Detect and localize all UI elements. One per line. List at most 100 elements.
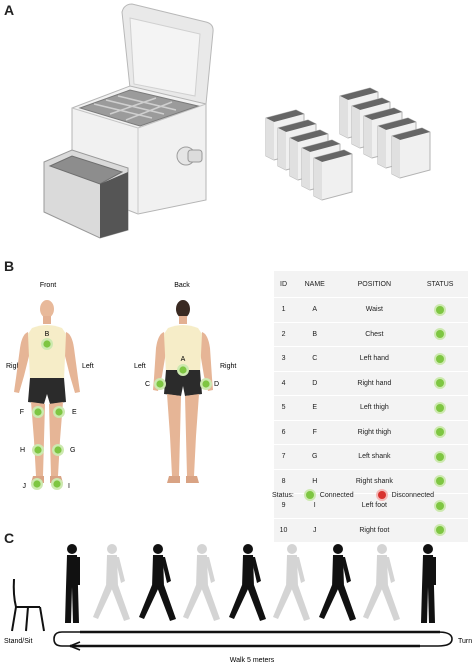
cell-name: J: [293, 517, 337, 542]
walking-person-icon: [273, 544, 310, 621]
charging-box-image: [43, 3, 214, 239]
cell-position: Left thigh: [336, 395, 413, 420]
sensor-units-image: [265, 87, 431, 201]
cell-status: [412, 321, 468, 347]
cell-status: [412, 370, 468, 396]
cell-id: 3: [274, 346, 294, 371]
status-dot-icon: [436, 403, 445, 412]
status-dot-icon: [436, 452, 445, 461]
cell-status: [412, 395, 468, 420]
sensor-label: J: [23, 483, 27, 490]
sensor-label: A: [181, 356, 186, 363]
walking-person-icon: [93, 544, 130, 621]
back-view-title: Back: [174, 282, 190, 289]
cell-position: Left hand: [336, 346, 413, 371]
walking-person-icon: [229, 544, 266, 621]
front-view-title: Front: [40, 282, 56, 289]
sensor-label: E: [72, 409, 77, 416]
cell-name: B: [293, 321, 337, 347]
cell-id: 5: [274, 395, 294, 420]
sensor-label: H: [20, 447, 25, 454]
sensor-unit: [391, 127, 431, 179]
status-dot-icon: [436, 428, 445, 437]
cell-id: 9: [274, 493, 294, 518]
cell-id: 1: [274, 297, 294, 322]
col-header-id: ID: [274, 271, 294, 298]
col-header-status: STATUS: [412, 271, 468, 298]
walking-person-icon: [139, 544, 176, 621]
sensor-dot-icon: [43, 340, 51, 348]
cell-status: [412, 419, 468, 445]
cell-position: Waist: [336, 297, 413, 322]
status-dot-icon: [436, 501, 445, 510]
panel-label-b: B: [4, 258, 15, 274]
cell-position: Right hand: [336, 370, 413, 396]
sensor-unit: [313, 149, 353, 201]
sensor-label: C: [145, 381, 150, 388]
disconnected-dot-icon: [377, 491, 386, 499]
sensor-dot-icon: [33, 480, 41, 488]
cell-name: H: [293, 468, 337, 494]
status-dot-icon: [436, 330, 445, 339]
turn-label: Turn: [458, 638, 472, 645]
walk-path-arrow: [53, 630, 453, 651]
sensor-label: D: [214, 381, 219, 388]
front-right-label: Right: [6, 363, 22, 370]
status-dot-icon: [436, 305, 445, 314]
sensor-dot-icon: [55, 408, 63, 416]
cell-status: [412, 517, 468, 542]
cell-name: I: [293, 493, 337, 518]
back-body-figure: [153, 300, 213, 483]
cell-name: G: [293, 444, 337, 469]
cell-status: [412, 346, 468, 371]
cell-status: [412, 297, 468, 322]
distance-label: Walk 5 meters: [230, 657, 275, 664]
panel-label-c: C: [4, 530, 15, 546]
status-dot-icon: [436, 379, 445, 388]
sensor-label: B: [45, 331, 50, 338]
cell-status: [412, 468, 468, 494]
cell-id: 6: [274, 419, 294, 445]
table-header-row: ID NAME POSITION STATUS: [274, 271, 468, 298]
sensor-label: G: [70, 447, 75, 454]
legend-connected: Connected: [319, 491, 354, 499]
back-left-label: Left: [134, 363, 146, 370]
cell-id: 10: [274, 517, 294, 542]
cell-position: Right thigh: [336, 419, 413, 445]
cell-status: [412, 493, 468, 518]
cell-name: D: [293, 370, 337, 396]
walking-person-icon: [183, 544, 220, 621]
body-sensor-placement: Front Right Left B E F G H I J Back Left Right…: [6, 282, 236, 490]
cell-name: F: [293, 419, 337, 445]
status-dot-icon: [436, 477, 445, 486]
status-dot-icon: [436, 354, 445, 363]
cell-status: [412, 444, 468, 469]
back-right-label: Right: [220, 363, 236, 370]
sensor-dot-icon: [156, 380, 164, 388]
sensor-dot-icon: [202, 380, 210, 388]
status-legend: Status: Connected Disconnected: [272, 491, 434, 499]
start-label: Stand/Sit: [4, 638, 32, 645]
status-dot-icon: [436, 526, 445, 535]
sensor-label: F: [20, 409, 24, 416]
sensor-dot-icon: [34, 446, 42, 454]
cell-name: E: [293, 395, 337, 420]
connected-dot-icon: [305, 491, 314, 499]
cell-position: Right foot: [336, 517, 413, 542]
front-left-label: Left: [82, 363, 94, 370]
sensor-dot-icon: [54, 446, 62, 454]
walking-person-icon: [421, 544, 436, 623]
sensor-label: I: [68, 483, 70, 490]
front-body-figure: [14, 300, 80, 483]
cell-name: C: [293, 346, 337, 371]
cell-id: 2: [274, 321, 294, 347]
